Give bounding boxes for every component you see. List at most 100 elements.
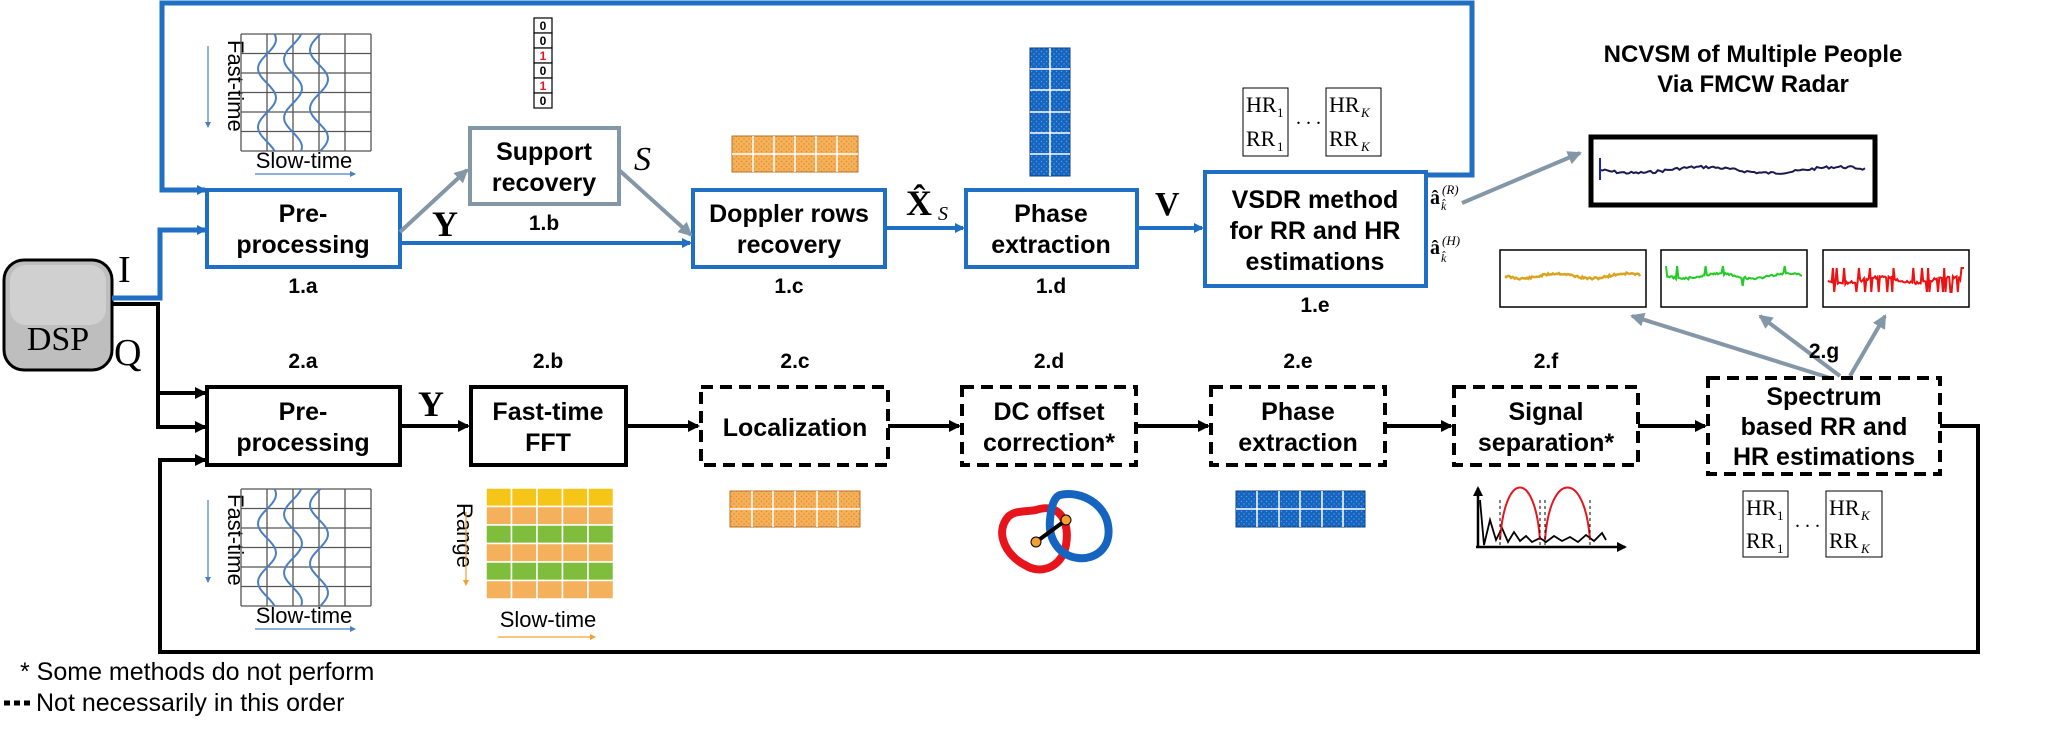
spectrum-line2: based RR and xyxy=(1741,413,1908,441)
bottom-phase-extraction-box: Phase extraction xyxy=(1209,385,1387,467)
spectrum-to-yellow-arrow xyxy=(1630,312,1831,380)
vsdr-line2: for RR and HR xyxy=(1230,217,1401,245)
a-r-superscript: (R) xyxy=(1442,182,1459,197)
support-vector-value: 1 xyxy=(540,49,547,63)
q-channel-label: Q xyxy=(114,332,141,374)
y-symbol-bottom: Y xyxy=(418,384,444,424)
support-vector-value: 0 xyxy=(540,34,547,48)
output-plot-green xyxy=(1660,249,1808,308)
top-preprocessing-line1: Pre- xyxy=(279,200,328,228)
fft-slow-time-label: Slow-time xyxy=(500,607,597,632)
separation-spectrum-plot xyxy=(1473,486,1627,552)
top-phase-line2: extraction xyxy=(991,231,1110,259)
rr1-top: RR xyxy=(1246,126,1276,151)
step-2g: 2.g xyxy=(1809,340,1839,363)
top-feedback-loop xyxy=(159,0,1475,195)
fft-box: Fast-time FFT xyxy=(469,385,628,467)
step-1e: 1.e xyxy=(1300,294,1329,317)
preprocessing-to-support-arrow xyxy=(398,168,469,234)
support-line2: recovery xyxy=(492,169,596,197)
dc-line2: correction* xyxy=(983,429,1115,457)
localization-line1: Localization xyxy=(723,414,867,442)
step-1b: 1.b xyxy=(529,212,559,235)
dots-bottom: . . . xyxy=(1795,510,1820,532)
hr1-bottom: HR xyxy=(1746,495,1777,520)
hr1-bottom-sub: 1 xyxy=(1777,508,1784,523)
step-1c: 1.c xyxy=(774,275,804,298)
spectrum-to-red-arrow xyxy=(1848,314,1887,378)
bottom-feedback-loop xyxy=(158,424,1980,654)
y-symbol-top: Y xyxy=(432,204,458,244)
legend-asterisk-note: * Some methods do not perform xyxy=(20,658,374,686)
bottom-fast-slow-grid: Fast-time Slow-time xyxy=(205,488,372,632)
figure-title-line1: NCVSM of Multiple People xyxy=(1604,41,1903,68)
hr-rr-table-bottom: HR 1 RR 1 . . . HR K RR K xyxy=(1742,490,1883,558)
doppler-orange-strip xyxy=(731,135,859,173)
doppler-line1: Doppler rows xyxy=(709,200,869,228)
doppler-recovery-box: Doppler rows recovery xyxy=(691,188,887,269)
a-hat-r: â xyxy=(1430,187,1440,209)
hrk-top: HR xyxy=(1329,92,1360,117)
top-preprocessing-line2: processing xyxy=(236,231,369,259)
bottom-preprocessing-box: Pre- processing xyxy=(205,385,402,467)
bottom-slow-time-label: Slow-time xyxy=(256,603,353,628)
v-symbol: V xyxy=(1155,186,1180,223)
support-recovery-box: Support recovery xyxy=(468,126,621,206)
step-1d: 1.d xyxy=(1036,275,1066,298)
step-1a: 1.a xyxy=(288,275,318,298)
q-to-preprocessing-arrow-2 xyxy=(156,393,207,433)
output-plot-yellow xyxy=(1499,249,1647,308)
combined-output-plot xyxy=(1588,134,1878,208)
localization-orange-strip xyxy=(729,490,861,528)
rr1-top-sub: 1 xyxy=(1277,139,1284,154)
spectrum-line3: HR estimations xyxy=(1733,443,1915,471)
support-vector-value: 0 xyxy=(540,64,547,78)
fft-line2: FFT xyxy=(525,429,571,457)
top-preprocessing-box: Pre- processing xyxy=(205,188,402,269)
dsp-label: DSP xyxy=(27,321,89,358)
q-to-preprocessing-arrow-1 xyxy=(112,302,207,399)
rrk-top-sub: K xyxy=(1360,139,1371,154)
top-phase-line1: Phase xyxy=(1014,200,1088,228)
hr1-top-sub: 1 xyxy=(1277,105,1284,120)
dc-offset-box: DC offset correction* xyxy=(960,385,1138,467)
support-vector-value: 0 xyxy=(540,19,547,33)
top-fast-slow-grid: Fast-time Slow-time xyxy=(205,33,372,177)
separation-line2: separation* xyxy=(1478,429,1614,457)
bottom-phase-blue-strip xyxy=(1235,490,1366,528)
hr-rr-table-top: HR 1 RR 1 . . . HR K RR K xyxy=(1242,87,1382,157)
phase-blue-column xyxy=(1029,47,1071,177)
step-2b: 2.b xyxy=(533,350,563,373)
figure-title-line2: Via FMCW Radar xyxy=(1657,71,1849,98)
step-2d: 2.d xyxy=(1034,350,1064,373)
vsdr-to-output-arrow xyxy=(1461,151,1582,205)
top-slow-time-label: Slow-time xyxy=(256,148,353,173)
a-r-subscript: k̂ xyxy=(1441,199,1447,213)
a-hat-h: â xyxy=(1430,237,1440,259)
top-fast-time-label: Fast-time xyxy=(223,40,248,132)
hrk-bottom: HR xyxy=(1829,495,1860,520)
bottom-phase-line1: Phase xyxy=(1261,398,1335,426)
rrk-bottom-sub: K xyxy=(1860,541,1871,556)
dc-offset-circles xyxy=(998,490,1113,574)
rrk-top: RR xyxy=(1329,126,1359,151)
spectrum-to-green-arrow xyxy=(1758,314,1842,378)
support-vector-cell xyxy=(533,92,553,109)
range-label: Range xyxy=(452,503,477,568)
xs-symbol: X̂ xyxy=(906,183,932,223)
a-h-superscript: (H) xyxy=(1442,233,1460,248)
support-vector-value: 1 xyxy=(540,79,547,93)
doppler-line2: recovery xyxy=(737,231,841,259)
support-line1: Support xyxy=(496,138,592,166)
bottom-preprocessing-line2: processing xyxy=(236,429,369,457)
support-to-doppler-arrow xyxy=(617,168,693,237)
step-2a: 2.a xyxy=(288,350,318,373)
spectrum-box: Spectrum based RR and HR estimations xyxy=(1706,376,1942,476)
step-2c: 2.c xyxy=(780,350,810,373)
i-channel-label: I xyxy=(118,249,131,291)
dsp-block: DSP xyxy=(2,258,114,372)
legend-dashed-note: Not necessarily in this order xyxy=(36,689,344,717)
dc-line1: DC offset xyxy=(993,398,1105,426)
